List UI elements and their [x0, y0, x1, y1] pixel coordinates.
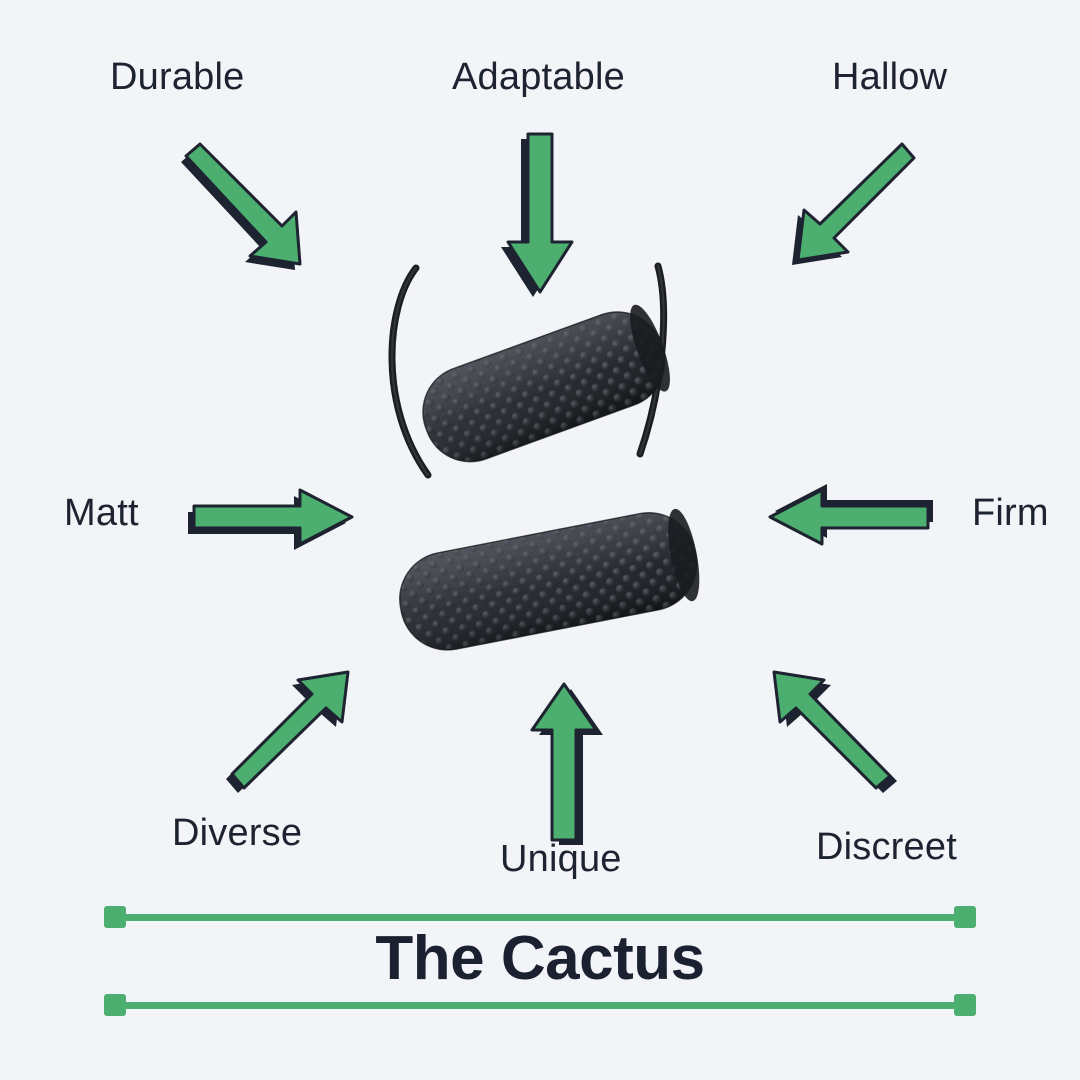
- decorative-rule-top: [104, 906, 976, 928]
- arrow-up: [524, 678, 604, 848]
- product-body-upper: [422, 304, 670, 463]
- rule-cap-right: [954, 994, 976, 1016]
- feature-label-adaptable: Adaptable: [452, 56, 625, 98]
- title-block: The Cactus: [0, 896, 1080, 1026]
- feature-label-discreet: Discreet: [816, 826, 957, 868]
- rule-line: [126, 1001, 954, 1009]
- rule-line: [126, 913, 954, 921]
- feature-label-durable: Durable: [110, 56, 245, 98]
- feature-label-matt: Matt: [64, 492, 139, 534]
- feature-label-firm: Firm: [972, 492, 1049, 534]
- arrow-left: [762, 484, 933, 548]
- arrow-up-right-diagonal: [226, 658, 362, 798]
- page-title: The Cactus: [375, 924, 705, 993]
- arrow-down-right-diagonal: [178, 142, 318, 280]
- rule-cap-right: [954, 906, 976, 928]
- feature-label-unique: Unique: [500, 838, 622, 880]
- rule-cap-left: [104, 906, 126, 928]
- decorative-rule-bottom: [104, 994, 976, 1016]
- feature-label-hallow: Hallow: [832, 56, 948, 98]
- arrow-down-left-diagonal: [790, 140, 920, 280]
- rule-cap-left: [104, 994, 126, 1016]
- arrow-up-left-diagonal: [760, 652, 900, 797]
- product-body-lower: [399, 508, 700, 651]
- arrow-down: [500, 130, 580, 310]
- product-image: [340, 240, 760, 680]
- arrow-right: [188, 488, 360, 550]
- feature-label-diverse: Diverse: [172, 812, 303, 854]
